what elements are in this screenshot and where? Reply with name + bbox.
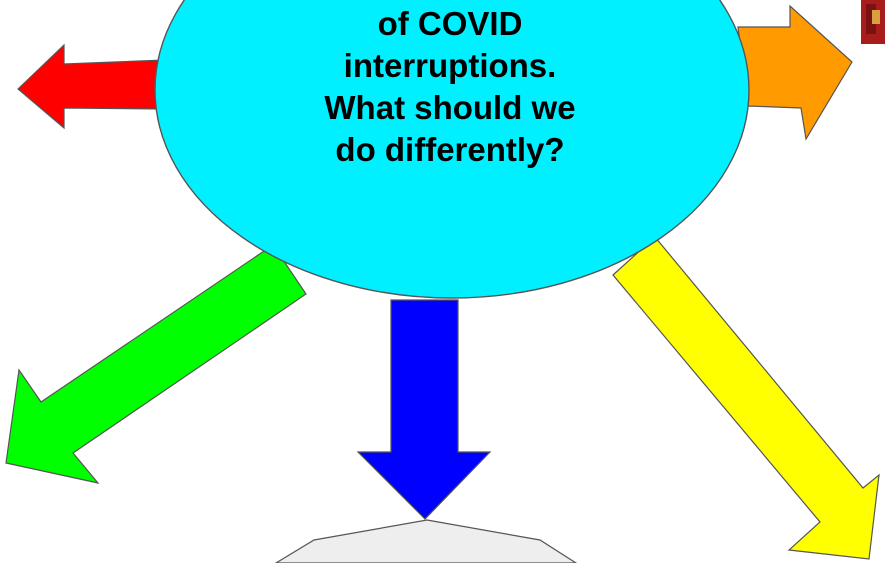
orange-arrow xyxy=(737,4,853,141)
central-bubble xyxy=(154,0,750,299)
bottom-shape xyxy=(274,519,578,563)
bubble-text-line-1: of COVID xyxy=(377,5,523,42)
bubble-text-line-2: interruptions. xyxy=(343,47,557,84)
green-arrow xyxy=(5,244,307,484)
red-arrow xyxy=(17,43,166,130)
yellow-arrow xyxy=(612,236,880,560)
blue-arrow xyxy=(356,299,492,520)
corner-photo xyxy=(861,0,885,44)
bubble-question-text: of COVID interruptions. What should we d… xyxy=(250,0,650,171)
bubble-text-line-4: do differently? xyxy=(335,131,565,168)
bubble-text-line-3: What should we xyxy=(324,89,576,126)
